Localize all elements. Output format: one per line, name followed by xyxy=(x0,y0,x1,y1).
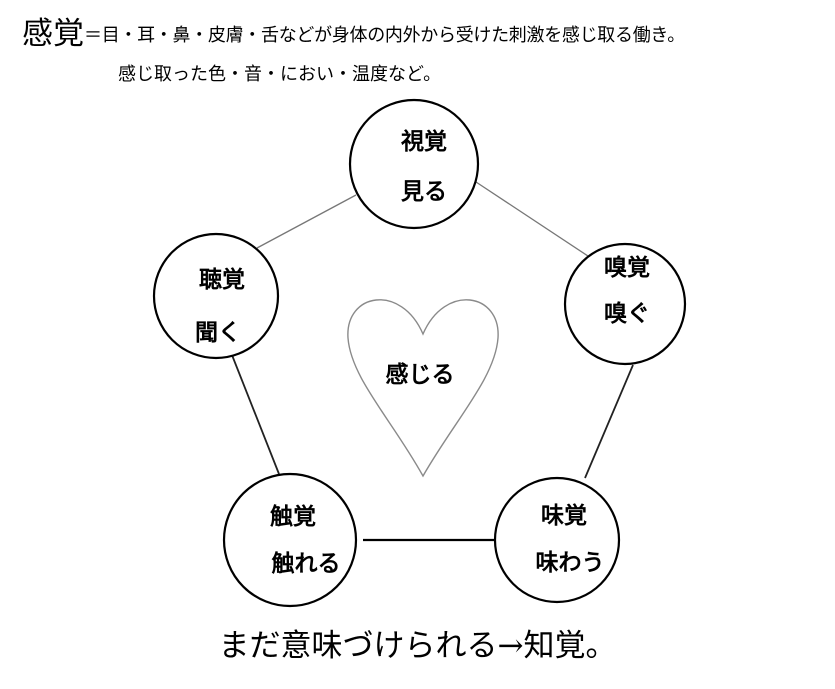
node-taste-verb: 味わう xyxy=(536,550,605,576)
definition-text: ＝目・耳・鼻・皮膚・舌などが身体の内外から受けた刺激を感じ取る働き。 xyxy=(84,25,685,46)
node-hearing-name: 聴覚 xyxy=(199,267,245,293)
node-taste-name: 味覚 xyxy=(541,503,587,529)
node-sight-verb: 見る xyxy=(401,179,447,205)
node-touch: 触覚 触れる xyxy=(222,472,358,608)
node-hearing: 聴覚 聞く xyxy=(152,232,280,360)
edge-sight-smell xyxy=(475,181,598,263)
node-sight: 視覚 見る xyxy=(348,98,480,230)
edge-smell-taste xyxy=(584,364,634,479)
conclusion-text: まだ意味づけられる→知覚。 xyxy=(218,628,617,664)
definition: 感覚＝目・耳・鼻・皮膚・舌などが身体の内外から受けた刺激を感じ取る働き。 感じ取… xyxy=(22,14,822,85)
edge-hearing-sight xyxy=(256,194,357,249)
node-smell: 嗅覚 嗅ぐ xyxy=(563,242,687,366)
center-label: 感じる xyxy=(386,361,455,388)
node-taste: 味覚 味わう xyxy=(493,476,621,604)
definition-examples: 感じ取った色・音・におい・温度など。 xyxy=(118,64,442,85)
heart-shape xyxy=(347,299,499,478)
edge-touch-hearing xyxy=(229,349,280,475)
node-hearing-verb: 聞く xyxy=(195,320,241,346)
node-sight-name: 視覚 xyxy=(400,129,447,155)
node-smell-verb: 嗅ぐ xyxy=(604,300,650,327)
node-smell-name: 嗅覚 xyxy=(604,254,650,281)
node-touch-verb: 触れる xyxy=(272,550,341,577)
definition-term: 感覚 xyxy=(22,16,84,52)
node-touch-name: 触覚 xyxy=(270,503,316,530)
